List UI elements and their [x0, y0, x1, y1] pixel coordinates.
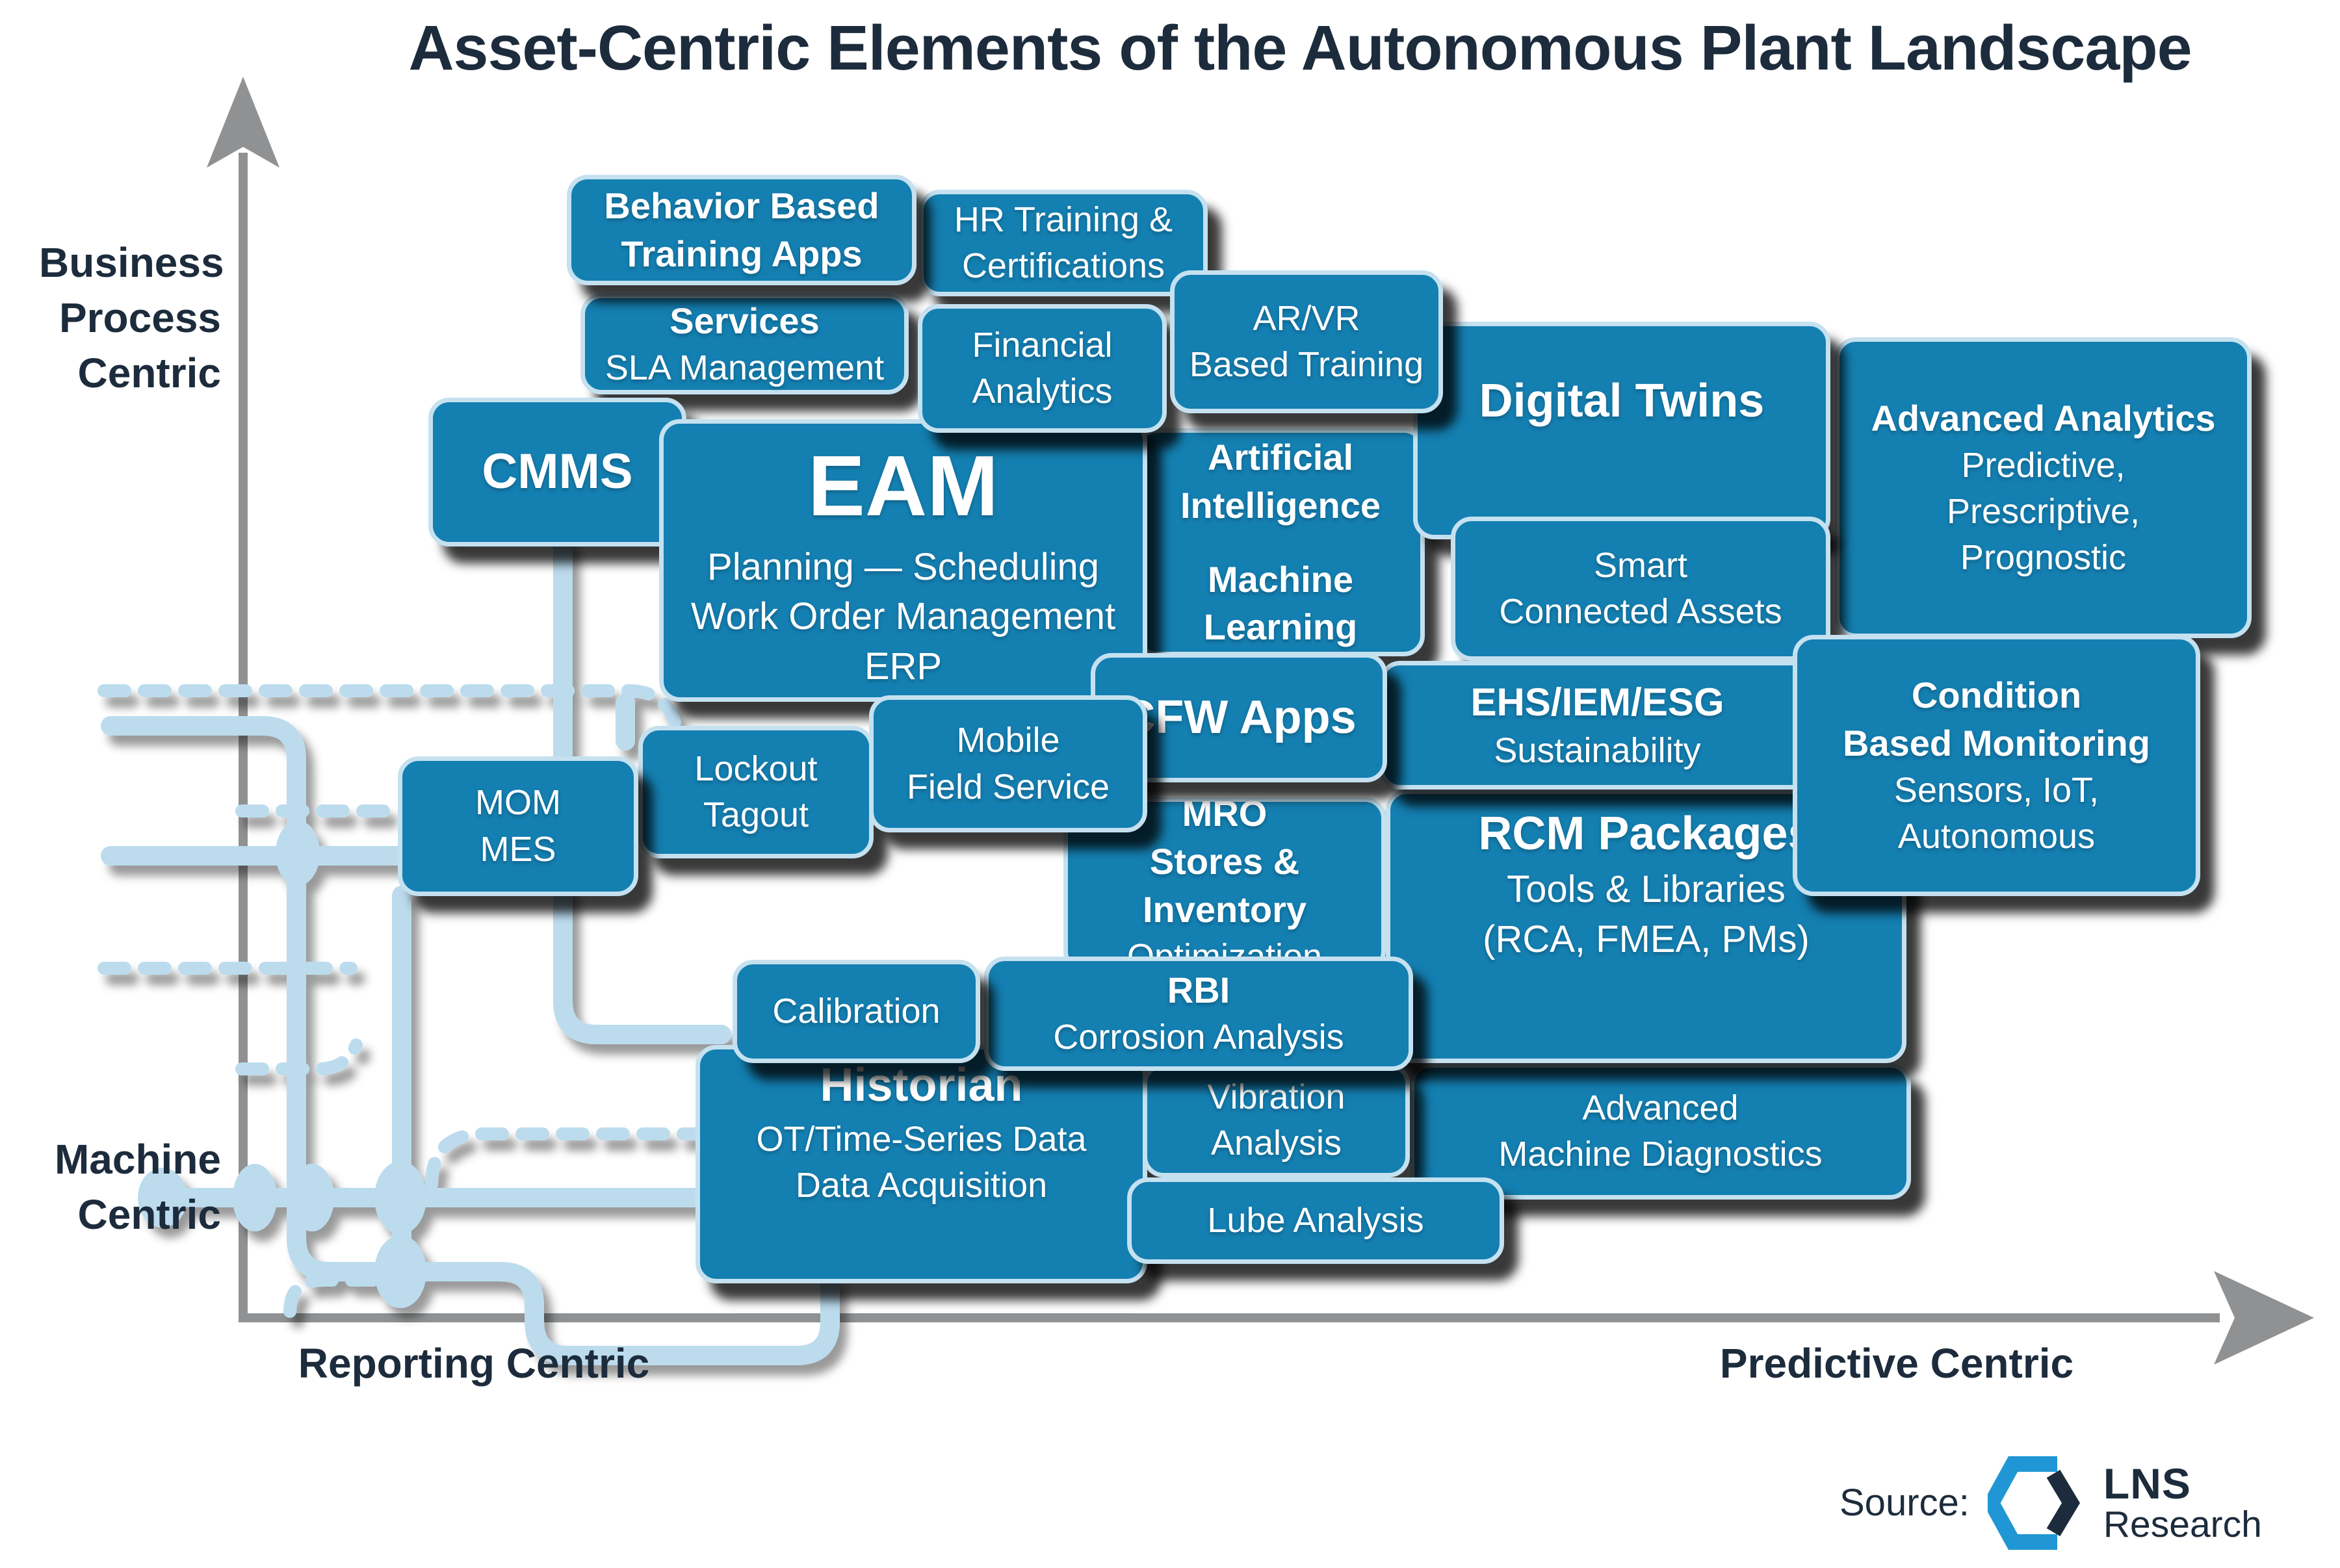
box-line: Learning: [1203, 606, 1358, 648]
pipe-node: [138, 1168, 187, 1227]
y-axis-label-business-process-centric: Business Process Centric: [39, 239, 224, 397]
box-line: Artificial: [1207, 436, 1354, 478]
box-digital-twins: Digital Twins: [1413, 322, 1830, 539]
box-line: RBI: [1167, 970, 1230, 1011]
box-line: Based Training: [1189, 345, 1424, 384]
box-ar-vr-based-training: AR/VR Based Training: [1170, 270, 1443, 413]
box-line: Corrosion Analysis: [1053, 1018, 1344, 1057]
box-line: Machine: [1207, 558, 1354, 600]
box-line: Historian: [820, 1059, 1023, 1111]
axis-lines: [207, 77, 2314, 1365]
box-line: Data Acquisition: [795, 1166, 1048, 1205]
box-lube-analysis: Lube Analysis: [1127, 1177, 1504, 1264]
x-axis-arrowhead: [2214, 1271, 2314, 1365]
box-line: Lube Analysis: [1207, 1200, 1424, 1240]
box-line: Machine Diagnostics: [1498, 1135, 1823, 1174]
box-line: Smart: [1593, 545, 1688, 585]
box-line: Prognostic: [1960, 538, 2127, 578]
box-line: MOM: [475, 783, 561, 823]
pipe-node: [374, 1235, 426, 1308]
page-title: Asset-Centric Elements of the Autonomous…: [408, 12, 2192, 83]
box-mom-mes: MOM MES: [398, 756, 638, 896]
box-line: Planning — Scheduling: [707, 545, 1099, 588]
box-line: EHS/IEM/ESG: [1470, 680, 1724, 724]
pipe-node: [233, 1164, 277, 1231]
box-line: (RCA, FMEA, PMs): [1483, 918, 1810, 961]
box-line: EAM: [807, 437, 999, 533]
box-line: HR Training &: [954, 199, 1173, 239]
box-ehs-iem-esg: EHS/IEM/ESG Sustainability: [1379, 661, 1815, 790]
box-line: Sensors, IoT,: [1893, 770, 2100, 810]
box-line: Condition: [1911, 674, 2082, 715]
box-calibration: Calibration: [733, 960, 980, 1063]
box-line: Digital Twins: [1479, 374, 1765, 427]
pipe-node: [276, 821, 320, 886]
box-line: CFW Apps: [1121, 691, 1357, 743]
box-line: Intelligence: [1180, 484, 1381, 526]
x-axis-label-reporting-centric: Reporting Centric: [298, 1340, 650, 1387]
box-line: Connected Assets: [1499, 592, 1782, 631]
box-line: Financial: [972, 325, 1113, 365]
box-line: Services: [670, 300, 820, 341]
brand-lns: LNS: [2103, 1459, 2191, 1508]
box-line: Advanced Analytics: [1871, 397, 2216, 439]
box-line: SLA Management: [604, 348, 885, 387]
box-line: OT/Time-Series Data: [756, 1119, 1087, 1159]
lns-hexagon-logo-icon: [1987, 1456, 2080, 1550]
box-line: Calibration: [772, 991, 941, 1031]
box-line: MRO: [1182, 793, 1268, 834]
source-label: Source:: [1840, 1482, 1970, 1524]
box-line: Based Monitoring: [1843, 722, 2150, 764]
box-line: Stores & Inventory: [1142, 840, 1307, 930]
box-hr-training-certifications: HR Training & Certifications: [919, 190, 1208, 296]
box-line: Sustainability: [1494, 730, 1701, 770]
box-rbi-corrosion-analysis: RBI Corrosion Analysis: [984, 957, 1413, 1071]
x-axis-label-predictive-centric: Predictive Centric: [1719, 1340, 2074, 1387]
box-line: Field Service: [906, 767, 1110, 806]
pipe-node: [290, 1164, 334, 1231]
box-line: AR/VR: [1253, 298, 1360, 338]
box-line: Certifications: [961, 246, 1165, 285]
source-attribution: Source: LNS Research: [1840, 1449, 2262, 1556]
box-line: Tagout: [703, 795, 809, 834]
box-line: Vibration: [1207, 1077, 1346, 1116]
box-line: RCM Packages: [1478, 808, 1814, 860]
box-line: Predictive,: [1961, 445, 2126, 485]
box-line: Lockout: [694, 749, 818, 788]
box-line: CMMS: [482, 444, 633, 500]
lns-research-wordmark: LNS Research: [2103, 1459, 2262, 1546]
brand-research: Research: [2103, 1504, 2262, 1546]
box-line: Behavior Based: [604, 185, 879, 227]
box-line: Work Order Management ERP: [690, 595, 1116, 688]
box-line: Mobile: [956, 721, 1060, 760]
box-line: MES: [480, 829, 556, 869]
box-line: Tools & Libraries: [1507, 868, 1786, 911]
box-line: Autonomous: [1897, 816, 2096, 856]
y-axis-arrowhead: [207, 77, 280, 168]
pipe-node: [374, 1161, 426, 1234]
y-axis-label-machine-centric: Machine Centric: [54, 1136, 221, 1239]
box-line: Prescriptive,: [1946, 491, 2140, 531]
box-line: Training Apps: [621, 233, 863, 274]
box-line: Analysis: [1210, 1124, 1342, 1163]
box-cmms: CMMS: [428, 398, 686, 546]
box-line: Advanced: [1582, 1088, 1739, 1127]
box-line: Analytics: [972, 372, 1113, 411]
